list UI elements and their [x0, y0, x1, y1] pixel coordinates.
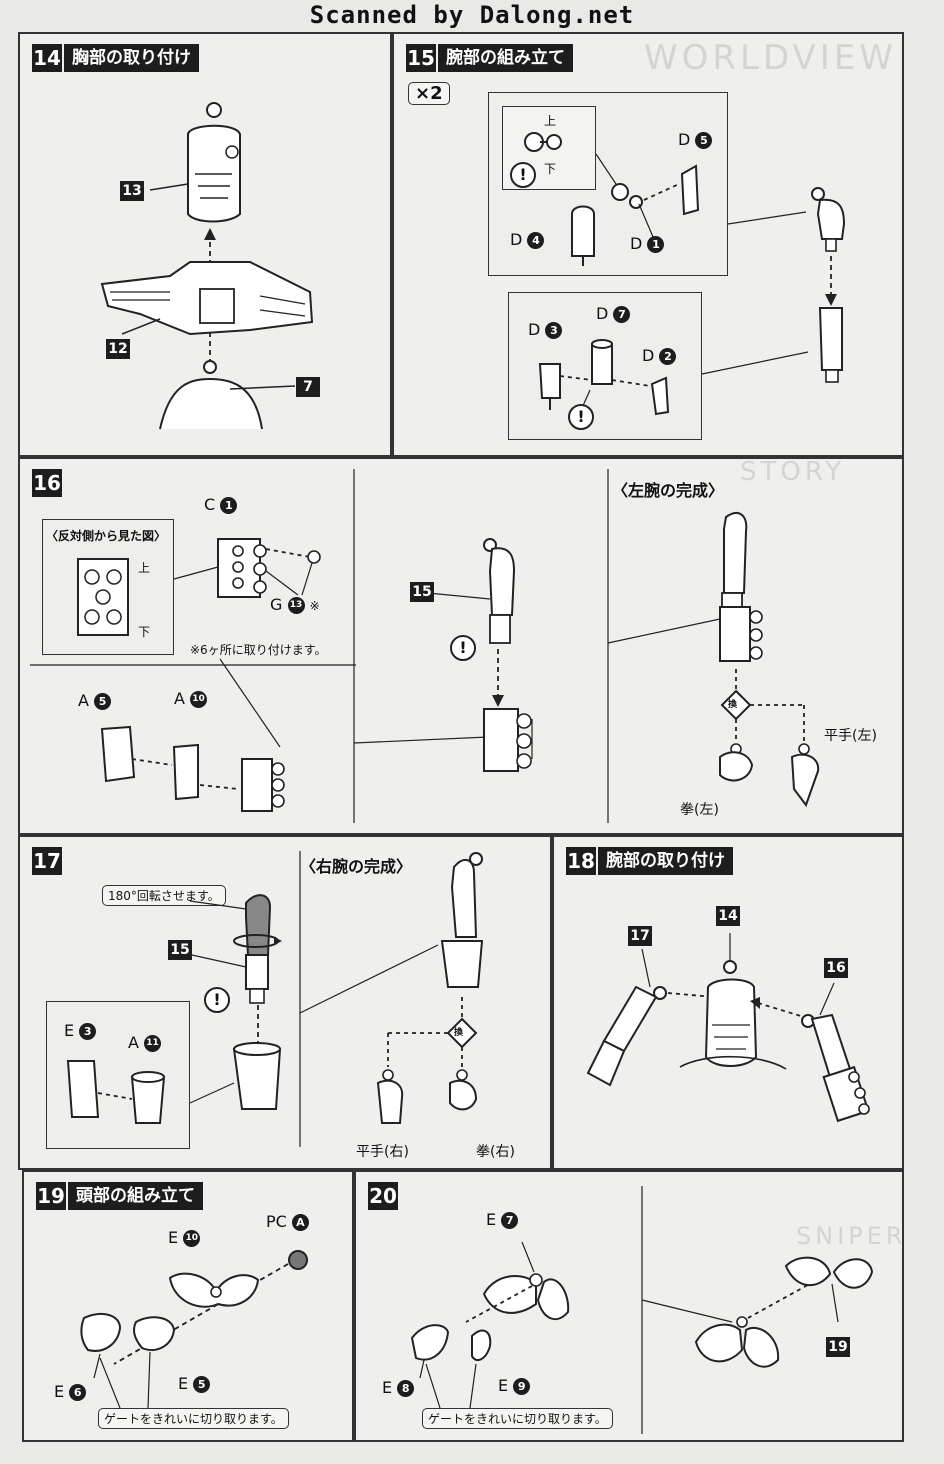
ref-label-17: 17: [628, 925, 652, 946]
rotate-note: 180°回転させます。: [102, 885, 226, 906]
step-number: 18: [566, 847, 596, 875]
fist-left-label: 拳(左): [680, 802, 719, 818]
swap-icon: 換: [454, 1028, 464, 1038]
head-assembly-illustration: [80, 1250, 308, 1409]
right-arm-complete-label: 〈右腕の完成〉: [300, 857, 413, 876]
step-title: 腕部の取り付け: [598, 847, 733, 875]
caution-icon: !: [510, 162, 536, 188]
part-label-e7: E 7: [486, 1210, 519, 1229]
part-label-a11: A 11: [128, 1033, 162, 1052]
reverse-view-label: 〈反対側から見た図〉: [46, 529, 167, 543]
part-label-d4: D 4: [510, 230, 545, 249]
background-ghost-text: SNIPER: [796, 1222, 904, 1250]
ref-label-15: 15: [410, 581, 434, 602]
install-note: ※6ヶ所に取り付けます。: [190, 643, 327, 657]
step-19-panel: 19 頭部の組み立て PC A E 10 E 6 E 5 ゲートをきれいに切り取…: [22, 1170, 354, 1442]
step-18-panel: 18 腕部の取り付け 17 14 16: [552, 835, 904, 1170]
part-label-a10: A 10: [174, 689, 208, 708]
step-title: 腕部の組み立て: [438, 44, 573, 72]
ref-label-19: 19: [826, 1336, 850, 1357]
caution-icon: !: [568, 404, 594, 430]
step-15-panel: WORLDVIEW 15 腕部の組み立て ×2: [392, 32, 904, 457]
right-arm-illustration: [66, 851, 484, 1147]
ref-label-15: 15: [168, 939, 192, 960]
flat-hand-left-label: 平手(左): [824, 728, 877, 744]
gate-trim-note: ゲートをきれいに切り取ります。: [98, 1408, 289, 1429]
up-label: 上: [138, 561, 151, 575]
step-title: 頭部の組み立て: [68, 1182, 203, 1210]
part-label-d1: D 1: [630, 234, 665, 253]
caution-icon: !: [450, 635, 476, 661]
arm-assembly-illustration: [524, 132, 846, 416]
swap-icon: 換: [728, 700, 738, 710]
part-label-e9: E 9: [498, 1376, 531, 1395]
step-17-panel: 17 180°回転させます。 〈右腕の完成〉: [18, 835, 552, 1170]
part-label-e3: E 3: [64, 1021, 97, 1040]
multiplier-badge: ×2: [408, 82, 450, 105]
ref-label-14: 14: [716, 905, 740, 926]
step-number: 16: [32, 469, 62, 497]
step-number: 19: [36, 1182, 66, 1210]
scan-credit: Scanned by Dalong.net: [309, 1, 635, 29]
arm-attachment-illustration: [586, 933, 870, 1123]
chest-assembly-illustration: [100, 102, 314, 430]
part-label-12: 12: [106, 338, 130, 359]
part-label-e5: E 5: [178, 1374, 211, 1393]
left-arm-complete-label: 〈左腕の完成〉: [612, 481, 725, 500]
background-ghost-text: WORLDVIEW: [644, 38, 897, 78]
caution-icon: !: [204, 987, 230, 1013]
left-arm-illustration: [30, 469, 820, 823]
flat-hand-right-label: 平手(右): [356, 1144, 409, 1160]
background-ghost-text: STORY: [740, 457, 846, 487]
part-label-e6: E 6: [54, 1382, 87, 1401]
part-label-pc-a: PC A: [266, 1212, 309, 1231]
part-label-c1: C 1: [204, 495, 238, 514]
step-number: 20: [368, 1182, 398, 1210]
step-14-panel: 14 胸部の取り付け 13 12 7: [18, 32, 392, 457]
part-label-g13: G 13 ※: [270, 595, 320, 614]
step-number: 17: [32, 847, 62, 875]
part-label-7: 7: [296, 376, 320, 397]
up-label: 上: [544, 114, 557, 128]
down-label: 下: [544, 162, 557, 176]
step-title: 胸部の取り付け: [64, 44, 199, 72]
fist-right-label: 拳(右): [476, 1144, 515, 1160]
part-label-e8: E 8: [382, 1378, 415, 1397]
step-16-panel: STORY 16 〈反対側から見た図〉 上 下 ※6ヶ所に取り付けます。: [18, 457, 904, 835]
gate-trim-note: ゲートをきれいに切り取ります。: [422, 1408, 613, 1429]
step-number: 14: [32, 44, 62, 72]
part-label-a5: A 5: [78, 691, 112, 710]
part-label-e10: E 10: [168, 1228, 201, 1247]
down-label: 下: [138, 625, 151, 639]
step-number: 15: [406, 44, 436, 72]
ref-label-16: 16: [824, 957, 848, 978]
part-label-d2: D 2: [642, 346, 677, 365]
head-bow-illustration: [410, 1186, 874, 1434]
part-label-d7: D 7: [596, 304, 631, 323]
part-label-d3: D 3: [528, 320, 563, 339]
step-20-panel: SNIPER 20 E 7 E 8 E 9 ゲートをきれいに切り取ります。 19: [354, 1170, 904, 1442]
part-label-d5: D 5: [678, 130, 713, 149]
part-label-13: 13: [120, 180, 144, 201]
